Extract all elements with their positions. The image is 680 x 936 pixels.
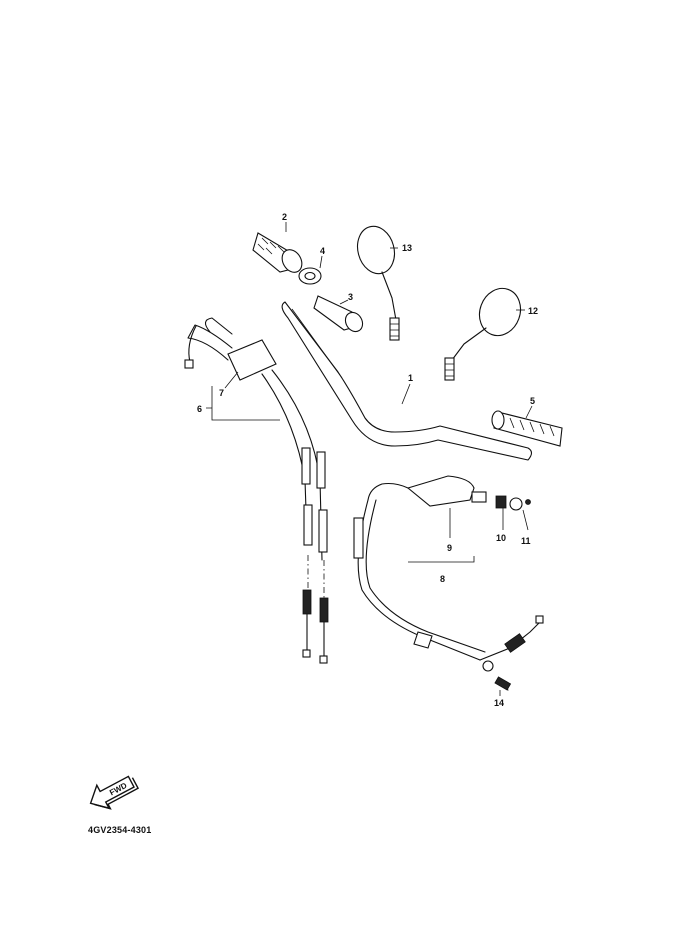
- callout-10: 10: [496, 533, 506, 543]
- clutch-lever-holder[interactable]: [367, 475, 487, 507]
- right-grip[interactable]: [491, 410, 563, 447]
- callout-3: 3: [348, 292, 353, 302]
- throttle-cables[interactable]: [261, 369, 329, 664]
- throttle-sleeve[interactable]: [313, 295, 366, 335]
- callout-12: 12: [528, 306, 538, 316]
- callout-6: 6: [197, 404, 202, 414]
- callout-4: 4: [320, 246, 325, 256]
- callout-13: 13: [402, 243, 412, 253]
- callout-8: 8: [440, 574, 445, 584]
- right-mirror[interactable]: [444, 283, 527, 381]
- clutch-nut[interactable]: [509, 497, 531, 511]
- clutch-bolt[interactable]: [495, 495, 507, 509]
- forward-arrow-icon: FWD: [89, 775, 140, 810]
- cable-adjuster[interactable]: [482, 660, 512, 691]
- throttle-housing[interactable]: [184, 317, 277, 381]
- reference-code: 4GV2354-4301: [88, 825, 152, 835]
- callout-labels: 1 2 3 4 5 6 7 8 9 10 11 12 13 14: [197, 212, 538, 708]
- callout-14: 14: [494, 698, 504, 708]
- leader-lines: [206, 222, 533, 696]
- left-grip[interactable]: [252, 232, 306, 276]
- callout-7: 7: [219, 388, 224, 398]
- handlebar[interactable]: [281, 301, 533, 461]
- callout-2: 2: [282, 212, 287, 222]
- callout-11: 11: [521, 536, 531, 546]
- washer[interactable]: [298, 267, 322, 285]
- callout-1: 1: [408, 373, 413, 383]
- left-mirror[interactable]: [352, 222, 400, 341]
- callout-9: 9: [447, 543, 452, 553]
- callout-5: 5: [530, 396, 535, 406]
- clutch-cable[interactable]: [353, 499, 544, 661]
